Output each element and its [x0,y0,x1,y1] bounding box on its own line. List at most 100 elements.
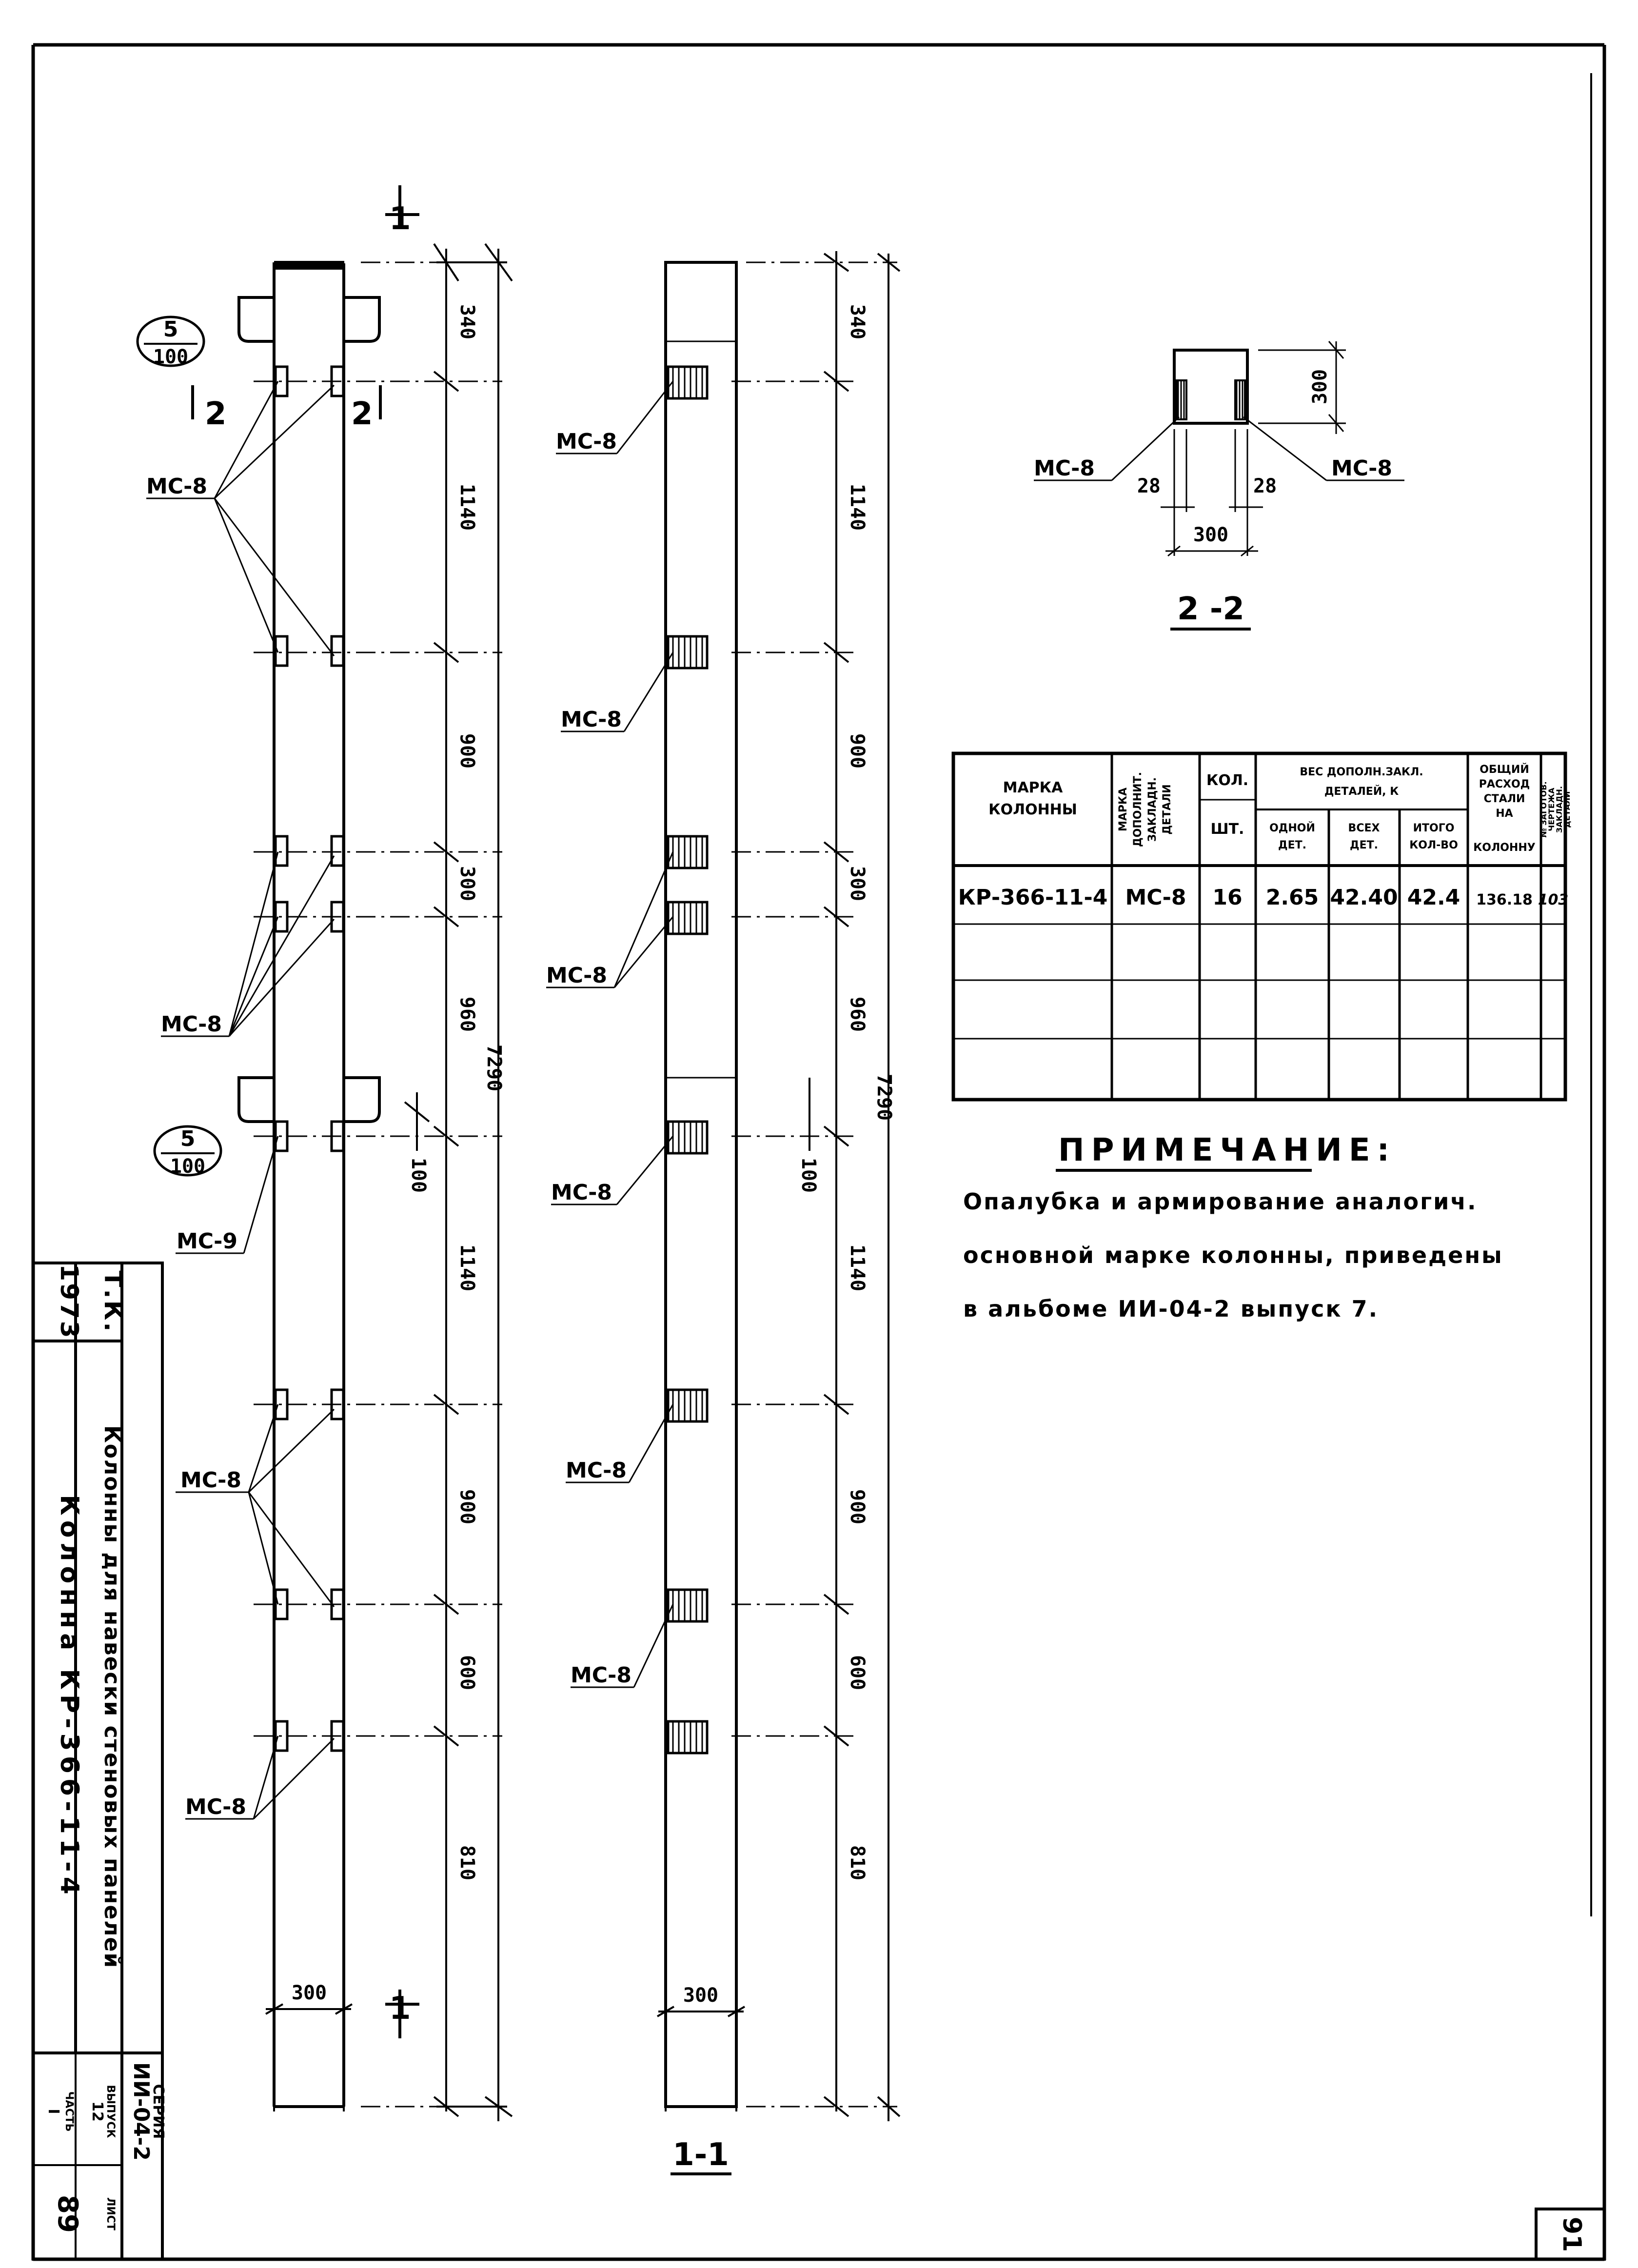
front-label-5: МС-8 [185,1795,246,1819]
section-tag-1-top: 1 [389,201,411,237]
page-number: 91 [1557,2217,1586,2252]
th-group-l2: ДЕТАЛЕЙ, К [1324,785,1399,798]
tb-sheet: 89 [52,2195,83,2233]
td-drawing: 103 [1538,891,1569,908]
th-total-l3: СТАЛИ [1484,793,1525,805]
tb-series-label: СЕРИЯ [150,2084,167,2139]
tb-part: I [45,2109,62,2114]
note-line-3: в альбоме ИИ-04-2 выпуск 7. [963,1296,1379,1322]
s2-label-right: МС-8 [1331,456,1392,481]
th-sub3-l1: ИТОГО [1413,822,1455,834]
sheet-frame [31,43,1606,2261]
note-title: ПРИМЕЧАНИЕ: [1058,1132,1396,1168]
front-label-1: МС-8 [146,474,207,499]
td-steel: 136.18 [1476,891,1533,908]
section-1-dim-texts: 340 1140 900 300 960 100 1140 900 600 81… [797,304,895,1880]
s2-height-dim: 300 [1309,369,1331,404]
s1-dim-seg-8: 600 [846,1655,868,1690]
th-total-l4: НА [1496,808,1513,820]
section-2-2 [1034,341,1404,557]
td-weight-one: 2.65 [1266,885,1319,910]
s1-dim-total: 7290 [873,1074,895,1121]
th-last-l1: № ЗАГОТОВ. [1539,781,1548,837]
td-mark: КР-366-11-4 [958,885,1108,910]
tb-part-label: ЧАСТЬ [63,2091,75,2132]
section-1-width-label: 300 [683,1984,718,2007]
callout-lower-num: 5 [180,1126,196,1151]
s1-dim-seg-3: 300 [846,866,868,901]
title-block-grid [32,1262,164,2261]
s1-dim-seg-0: 340 [846,304,868,339]
note-line-1: Опалубка и армирование аналогич. [963,1188,1477,1215]
td-qty: 16 [1212,885,1242,910]
th-last-l4: ДЕТАЛИ [1562,791,1572,828]
s1-dim-seg-7: 900 [846,1489,868,1524]
front-leaders [146,381,335,1820]
s1-dim-seg-4: 960 [846,997,868,1032]
s1-dim-seg-5: 100 [797,1158,820,1193]
callout-lower-den: 100 [170,1155,205,1178]
front-label-3: МС-9 [177,1229,237,1254]
s1-label-6: МС-8 [571,1663,632,1688]
th-sub1-l2: ДЕТ. [1278,839,1306,851]
th-sub2-l2: ДЕТ. [1350,839,1378,851]
th-group-l1: ВЕС ДОПОЛН.ЗАКЛ. [1300,766,1423,778]
tb-title: Колонна КР-366-11-4 [55,1495,84,1899]
td-weight-all: 42.40 [1330,885,1398,910]
dim-seg-1: 1140 [456,484,478,531]
s1-dim-seg-1: 1140 [846,484,868,531]
front-dimension-chain [404,243,513,2121]
s1-label-3: МС-8 [546,963,607,988]
title-block-texts: 1973 Т.К. Колонны для навески стеновых п… [45,1264,167,2233]
th-total-l1: ОБЩИЙ [1480,763,1529,776]
s2-label-left: МС-8 [1034,456,1095,481]
section-2-title: 2 -2 [1177,591,1244,627]
callout-upper: 5 100 [136,316,205,368]
dim-total: 7290 [483,1045,505,1091]
s2-offset-left: 28 [1137,475,1161,497]
s2-offset-right: 28 [1253,475,1277,497]
th-col2-l2: ДОПОЛНИТ. [1132,772,1144,847]
dim-seg-2: 900 [456,733,478,769]
front-width-dim [265,2003,353,2111]
section-1-plates [667,365,709,1755]
note-line-2: основной марке колонны, приведены [963,1242,1503,1268]
th-sub1-l1: ОДНОЙ [1269,822,1315,834]
th-last-l3: ЗАКЛАДН. [1555,786,1564,833]
section-1-plate-hatch [672,367,703,1753]
td-element: МС-8 [1125,885,1186,910]
section-1-title: 1-1 [672,2137,729,2173]
spec-table-grid [951,751,1567,1102]
dim-seg-7: 900 [456,1489,478,1524]
th-col2-l4: ДЕТАЛИ [1161,784,1173,834]
front-axis-lines [254,261,502,2108]
tb-year: 1973 [55,1264,83,1340]
dim-seg-5: 100 [407,1158,430,1193]
tb-sheet-label: ЛИСТ [104,2197,117,2230]
column-section-1-1 [664,261,738,2108]
tb-issue: 12 [89,2101,106,2122]
tb-subject: Колонны для навески стеновых панелей [99,1425,124,1969]
section-tag-2-left: 2 [205,396,227,432]
s2-width-dim: 300 [1193,524,1228,546]
callout-upper-num: 5 [163,317,178,342]
front-dim-texts: 340 1140 900 300 960 100 1140 900 600 81… [407,304,505,1880]
s1-label-2: МС-8 [561,707,622,732]
dim-seg-6: 1140 [456,1244,478,1291]
spec-table-header: МАРКА КОЛОННЫ МАРКА ДОПОЛНИТ. ЗАКЛАДН. Д… [988,763,1572,854]
th-col3-bottom: ШТ. [1211,821,1244,838]
column-front-view [237,261,381,2108]
td-total-qty: 42.4 [1407,885,1460,910]
section-1-dimension-chain [809,251,901,2121]
s1-label-4: МС-8 [551,1180,612,1205]
dim-seg-4: 960 [456,997,478,1032]
front-label-2: МС-8 [161,1012,222,1037]
th-total-l2: РАСХОД [1479,778,1530,790]
th-col2-l3: ЗАКЛАДН. [1146,777,1159,842]
section-1-leaders [546,381,674,1688]
dim-seg-3: 300 [456,866,478,901]
th-sub2-l1: ВСЕХ [1348,822,1380,834]
th-sub3-l2: КОЛ-ВО [1409,839,1458,851]
dim-seg-0: 340 [456,304,478,339]
